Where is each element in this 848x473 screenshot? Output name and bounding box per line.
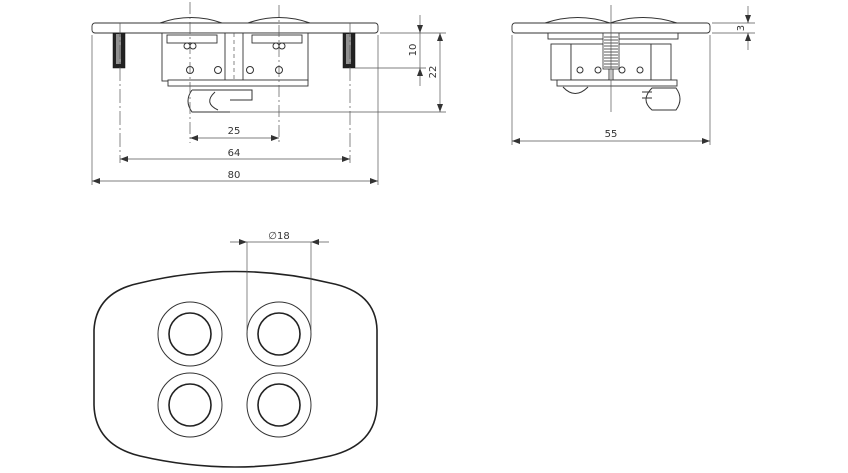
front-view: 25 64 80 10 22: [91, 2, 446, 185]
dim-screw-spacing: 64: [228, 148, 241, 159]
socket-bottom-right: [246, 372, 312, 438]
front-cover-plate: [91, 22, 379, 34]
dim-plate-thickness: 3: [736, 25, 747, 31]
front-socket-body: [161, 32, 309, 87]
dim-pin-spacing: 25: [228, 126, 241, 137]
side-view: 55 3: [511, 5, 755, 145]
dim-socket-diameter: ∅18: [268, 231, 289, 242]
front-socket-domes: [159, 17, 311, 24]
dim-overall-width: 80: [228, 170, 241, 181]
front-cable-clip: [187, 89, 253, 113]
dim-overall-depth: 22: [428, 66, 439, 79]
socket-top-left: [157, 301, 223, 367]
socket-bottom-left: [157, 372, 223, 438]
dim-screw-depth: 10: [408, 44, 419, 57]
dim-overall-height: 55: [605, 129, 618, 140]
top-view: ∅18: [93, 231, 378, 468]
socket-top-right: [246, 301, 312, 367]
top-cover-outline: [93, 270, 378, 468]
